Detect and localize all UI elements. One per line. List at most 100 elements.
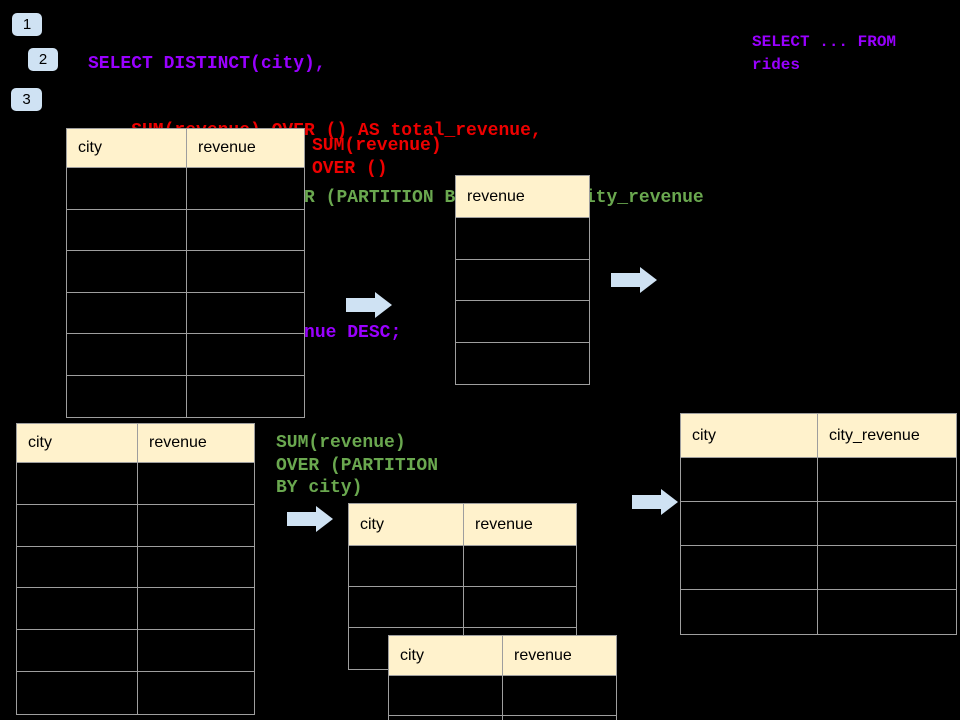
- table-cell: [503, 716, 616, 720]
- table-row: [67, 375, 304, 418]
- right-arrow-icon: [287, 506, 333, 532]
- arrow-head: [375, 292, 392, 318]
- table-cell: [138, 547, 254, 589]
- arrow-shaft: [287, 512, 316, 526]
- sql-line-select: SELECT DISTINCT(city),: [88, 53, 326, 74]
- step-badge-3: 3: [11, 88, 42, 111]
- table-cell: [464, 546, 576, 587]
- table-cell: [818, 590, 956, 634]
- table-header-row: city revenue: [17, 424, 254, 463]
- table-cell: [67, 168, 187, 210]
- table-cell: [187, 210, 304, 251]
- table-cell: [67, 251, 187, 293]
- step-badge-1: 1: [12, 13, 42, 36]
- table-header-row: city revenue: [349, 504, 576, 546]
- table-row: [456, 260, 589, 301]
- table-cell: [138, 588, 254, 631]
- table-header-row: city revenue: [67, 129, 304, 168]
- table-cell: [17, 463, 138, 505]
- table-row: [67, 292, 304, 334]
- table-cell: [17, 588, 138, 631]
- table-cell: [17, 630, 138, 672]
- table-row: [349, 587, 576, 628]
- window-partition-label: SUM(revenue) OVER (PARTITION BY city): [276, 433, 439, 498]
- table-row: [456, 301, 589, 343]
- table-cell: [681, 502, 818, 546]
- table-cell: [456, 260, 589, 301]
- table-cell: [187, 334, 304, 376]
- column-header-revenue: revenue: [138, 424, 254, 463]
- table-row: [17, 630, 254, 672]
- table-cell: [389, 676, 503, 716]
- table-row: [681, 546, 956, 590]
- table-cell: [67, 292, 187, 334]
- table-cell: [503, 676, 616, 716]
- table-cell: [681, 458, 818, 502]
- table-cell: [138, 672, 254, 714]
- table-cell: [456, 343, 589, 385]
- column-header-city: city: [67, 129, 187, 168]
- table-row: [389, 716, 616, 720]
- table-row: [349, 546, 576, 587]
- column-header-city-revenue: city_revenue: [818, 414, 956, 458]
- right-arrow-icon: [632, 489, 678, 515]
- column-header-city: city: [17, 424, 138, 463]
- table-cell: [138, 463, 254, 505]
- table-row: [456, 218, 589, 260]
- city-revenue-result-table: city city_revenue: [680, 413, 957, 635]
- table-cell: [818, 458, 956, 502]
- partition-table-mid: city revenue: [348, 503, 577, 670]
- table-cell: [187, 293, 304, 334]
- step-badge-2: 2: [28, 48, 58, 71]
- table-cell: [681, 546, 818, 590]
- table-cell: [187, 251, 304, 293]
- table-row: [67, 334, 304, 376]
- table-cell: [187, 168, 304, 210]
- table-cell: [17, 504, 138, 547]
- table-row: [67, 209, 304, 251]
- column-header-city: city: [681, 414, 818, 458]
- arrow-head: [316, 506, 333, 532]
- table-row: [17, 671, 254, 714]
- table-cell: [818, 502, 956, 546]
- right-arrow-icon: [346, 292, 392, 318]
- source-table-bottom: city revenue: [16, 423, 255, 715]
- table-cell: [67, 209, 187, 251]
- table-cell: [138, 505, 254, 547]
- table-row: [17, 463, 254, 505]
- table-cell: [138, 630, 254, 672]
- partition-table-overlap: city revenue: [388, 635, 617, 720]
- arrow-shaft: [346, 298, 375, 312]
- column-header-revenue: revenue: [456, 176, 589, 218]
- table-row: [17, 546, 254, 589]
- table-cell: [818, 546, 956, 590]
- table-cell: [349, 587, 464, 628]
- arrow-head: [640, 267, 657, 293]
- table-header-row: city revenue: [389, 636, 616, 676]
- table-cell: [349, 546, 464, 587]
- table-row: [389, 676, 616, 716]
- table-cell: [456, 301, 589, 343]
- table-cell: [67, 375, 187, 417]
- column-header-revenue: revenue: [187, 129, 304, 168]
- table-cell: [456, 218, 589, 260]
- table-row: [67, 251, 304, 293]
- table-row: [17, 588, 254, 631]
- table-cell: [681, 590, 818, 634]
- arrow-shaft: [632, 495, 661, 509]
- table-header-row: revenue: [456, 176, 589, 218]
- table-header-row: city city_revenue: [681, 414, 956, 458]
- table-cell: [67, 334, 187, 376]
- table-row: [456, 343, 589, 385]
- table-row: [681, 458, 956, 502]
- table-row: [17, 504, 254, 547]
- table-row: [681, 502, 956, 546]
- sql-context-note: SELECT ... FROM rides: [752, 33, 897, 74]
- window-total-label: SUM(revenue) OVER (): [312, 136, 442, 179]
- column-header-revenue: revenue: [503, 636, 616, 676]
- table-cell: [187, 376, 304, 418]
- table-row: [681, 590, 956, 634]
- table-cell: [389, 716, 503, 720]
- table-row: [67, 168, 304, 210]
